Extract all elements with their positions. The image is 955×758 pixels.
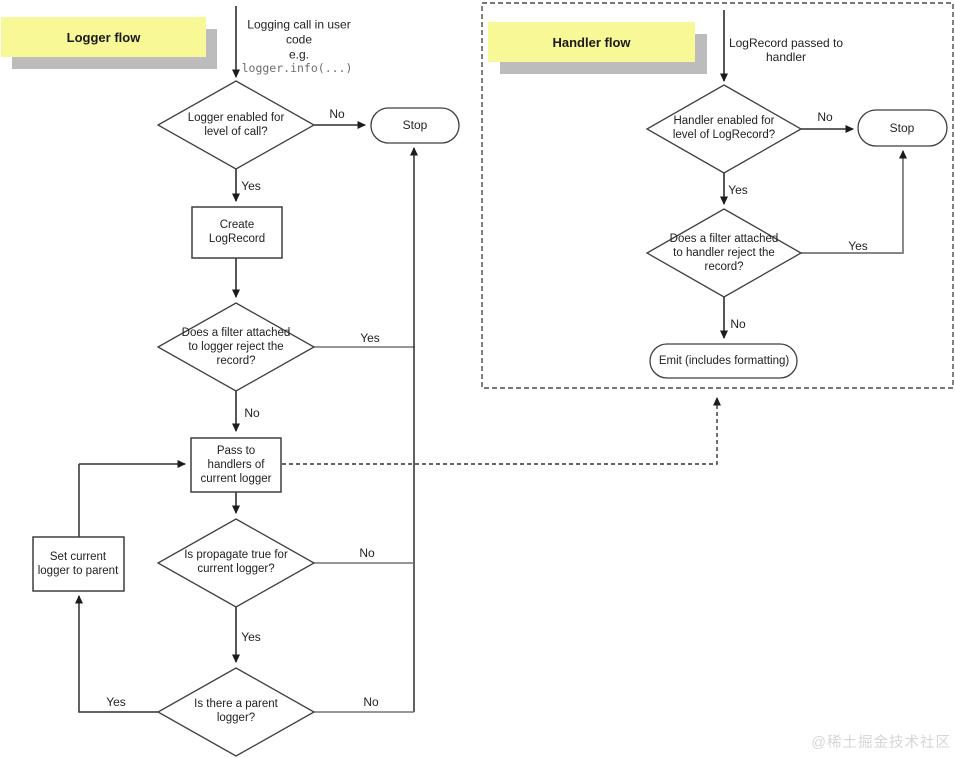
logger-level-yes-label: Yes <box>241 179 261 193</box>
pass-handlers-box <box>190 437 282 493</box>
parent-diamond-label: Is there a parent logger? <box>194 698 278 724</box>
logger-filter-no-label: No <box>244 406 260 420</box>
handler-stop-oval <box>857 109 948 147</box>
handler-flow-container <box>481 2 954 389</box>
logger-filter-diamond <box>156 302 316 392</box>
logger-stop-label: Stop <box>402 118 428 132</box>
handler-level-diamond <box>645 84 803 174</box>
handler-filter-diamond <box>645 208 803 298</box>
emit-oval <box>649 343 798 379</box>
logger-level-no-label: No <box>329 107 345 121</box>
logger-filter-yes-label: Yes <box>360 331 380 345</box>
parent-no-label: No <box>363 695 379 709</box>
handler-level-no-label: No <box>817 110 833 124</box>
handler-level-yes-label: Yes <box>728 183 748 197</box>
set-parent-label: Set current logger to parent <box>37 551 119 577</box>
parent-yes-arrow <box>75 595 158 713</box>
handler-level-diamond-label: Handler enabled for level of LogRecord? <box>672 115 776 141</box>
propagate-no-label: No <box>359 546 375 560</box>
emit-label: Emit (includes formatting) <box>658 355 790 367</box>
logger-level-diamond-label: Logger enabled for level of call? <box>187 112 285 138</box>
parent-yes-label: Yes <box>106 695 126 709</box>
handler-filter-diamond-label: Does a filter attached to handler reject… <box>669 233 779 273</box>
handler-stop-label: Stop <box>889 121 915 135</box>
propagate-yes-label: Yes <box>241 630 261 644</box>
handler-filter-no-label: No <box>730 317 746 331</box>
handler-flow-banner: Handler flow <box>488 22 695 62</box>
logger-entry-code: logger.info(...) <box>241 61 353 75</box>
logger-entry-note: Logging call in user code e.g. <box>247 17 351 62</box>
logger-stop-oval <box>370 107 460 144</box>
logger-filter-diamond-label: Does a filter attached to logger reject … <box>181 327 291 367</box>
handler-filter-yes-arrow <box>801 150 907 254</box>
logger-flow-banner: Logger flow <box>1 17 206 57</box>
create-logrecord-label: Create LogRecord <box>208 219 266 245</box>
logger-flow-banner-label: Logger flow <box>66 29 141 45</box>
propagate-diamond <box>156 518 316 608</box>
handler-filter-yes-label: Yes <box>848 239 868 253</box>
set-parent-box <box>32 536 125 592</box>
logger-level-diamond <box>156 80 316 170</box>
create-logrecord-box <box>191 206 283 259</box>
pass-handlers-label: Pass to handlers of current logger <box>200 445 272 485</box>
propagate-diamond-label: Is propagate true for current logger? <box>184 549 288 575</box>
handler-entry-note: LogRecord passed to handler <box>728 36 844 64</box>
watermark: @稀土掘金技术社区 <box>811 735 951 751</box>
pass-to-handler-dashed-arrow <box>282 397 721 465</box>
handler-flow-banner-label: Handler flow <box>552 34 631 50</box>
parent-diamond <box>156 667 316 757</box>
